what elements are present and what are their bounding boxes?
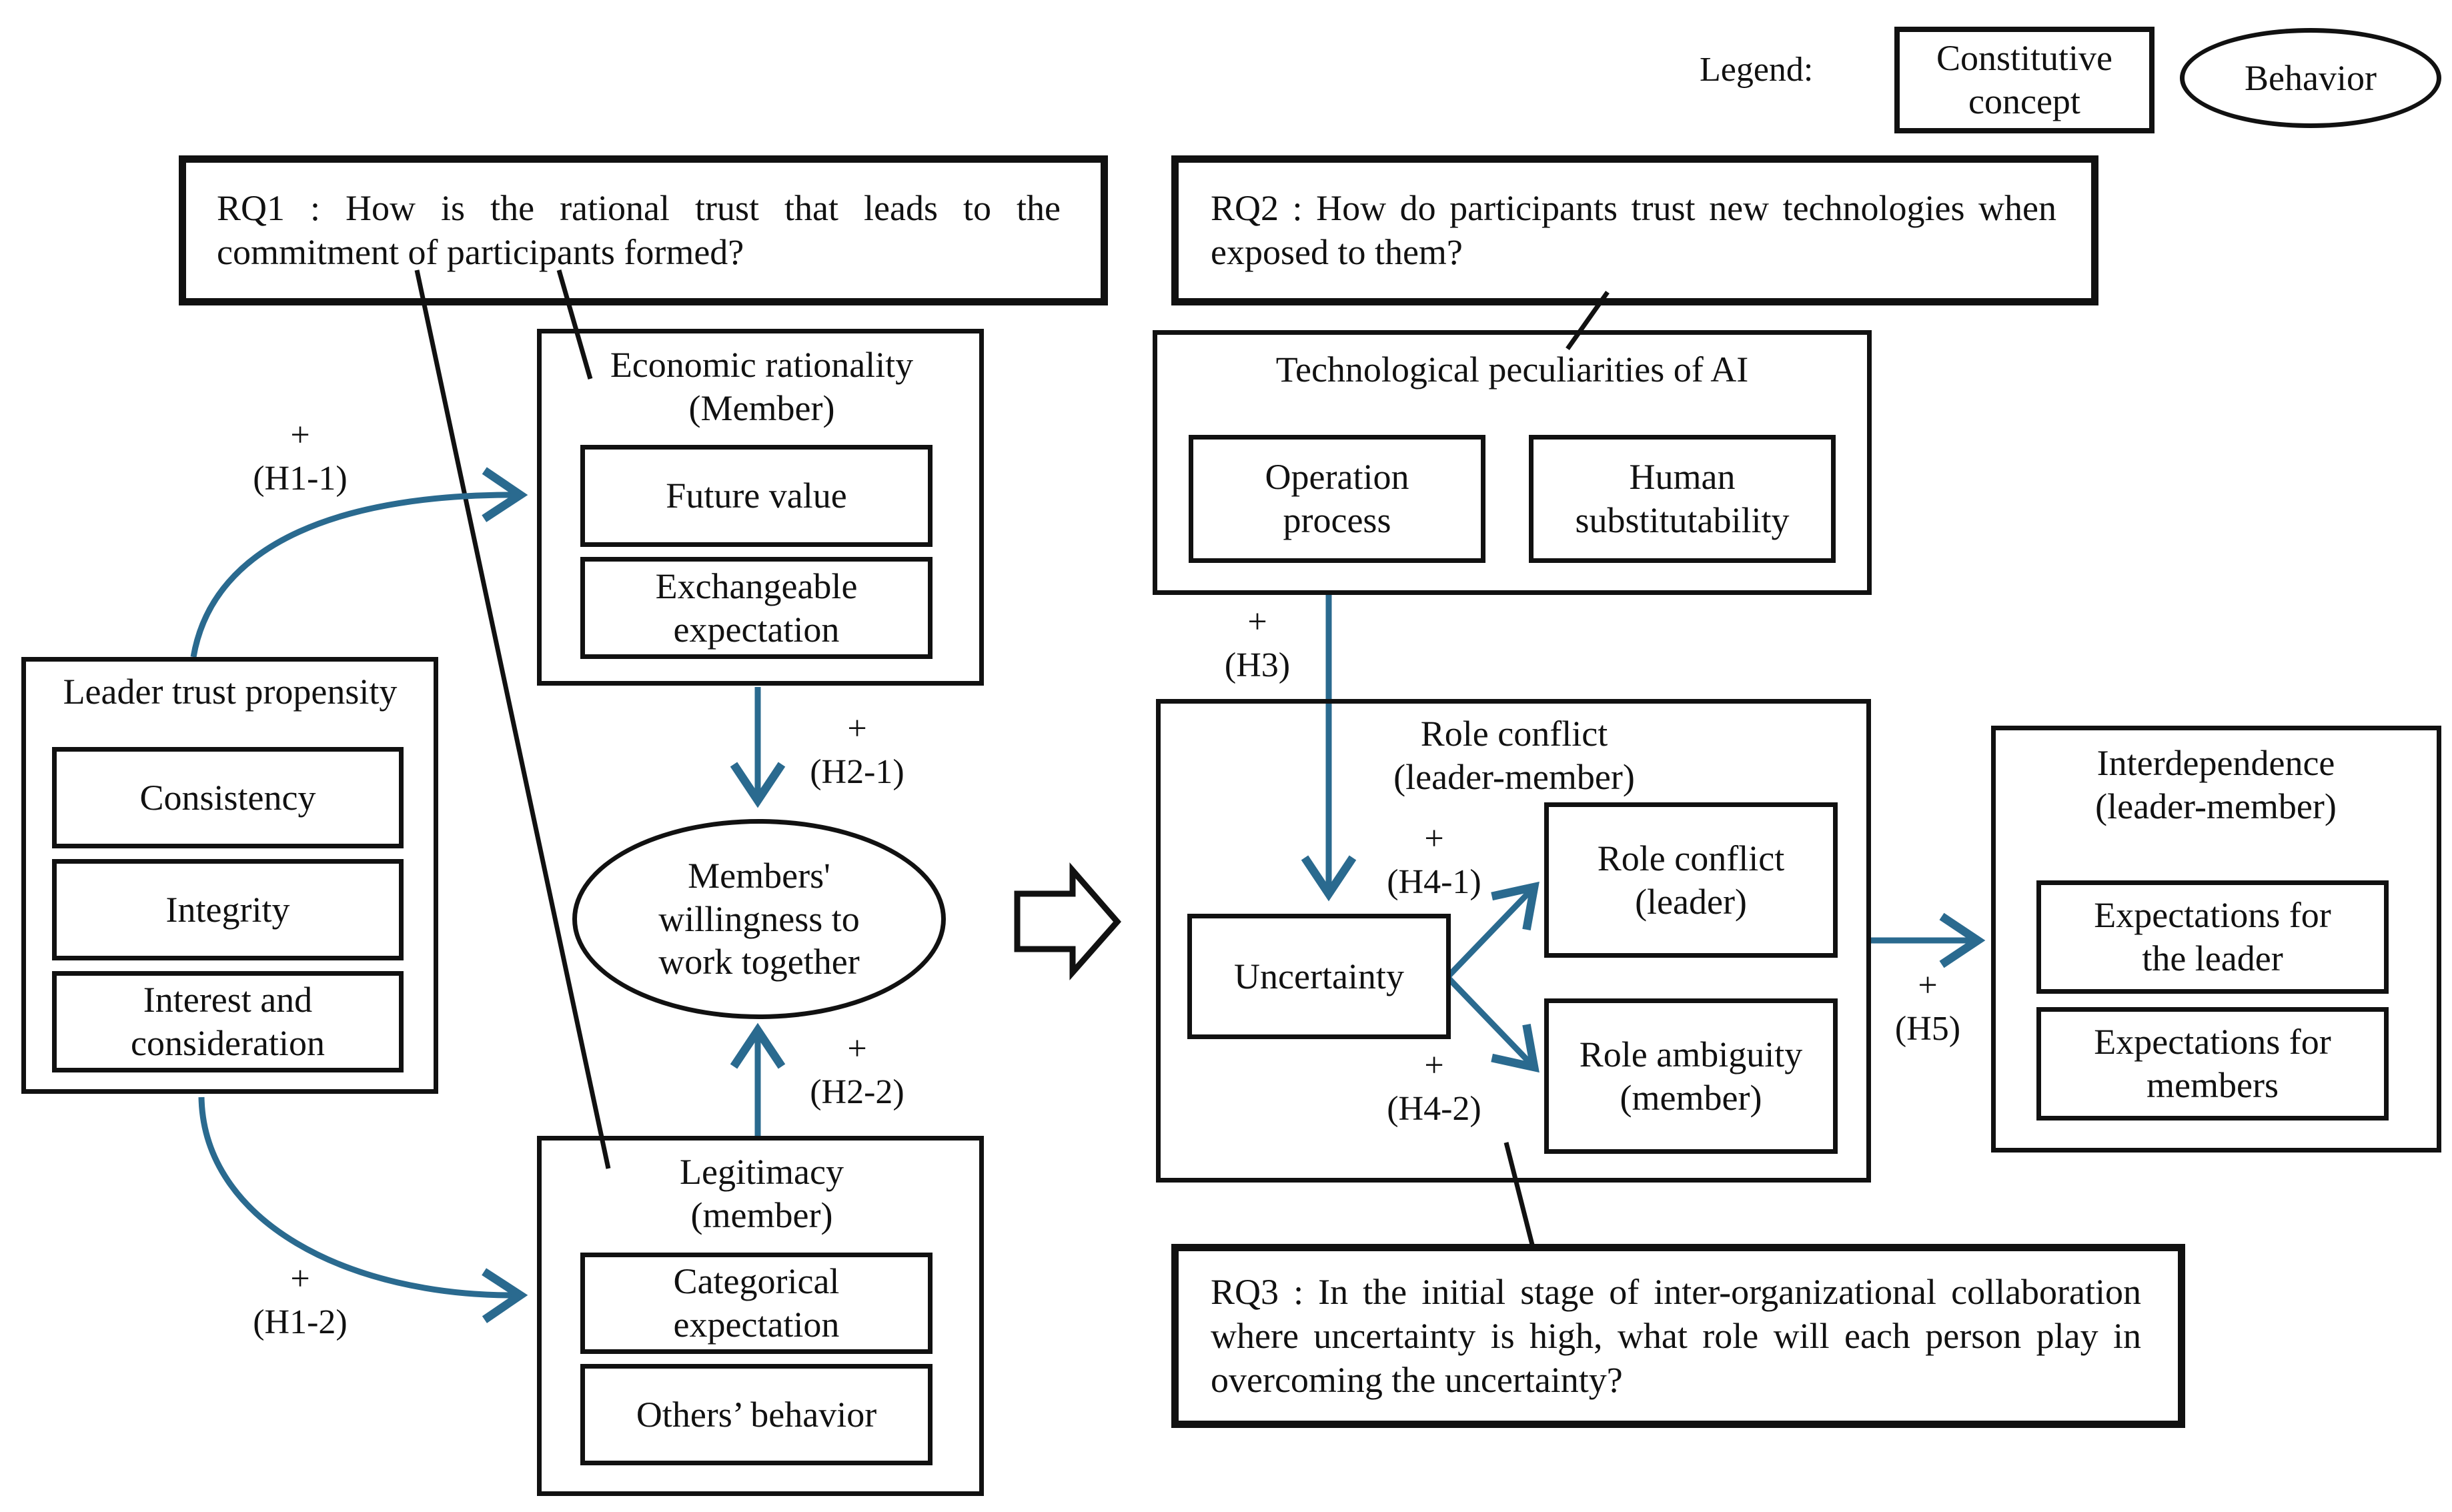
h4-1-label: + (H4-1) <box>1387 820 1481 901</box>
interdependence-box <box>1991 726 2441 1153</box>
exchangeable-expectation-box: Exchangeable expectation <box>580 557 933 659</box>
legitimacy-box <box>537 1136 984 1496</box>
uncertainty-box: Uncertainty <box>1187 914 1451 1039</box>
others-behavior-box: Others’ behavior <box>580 1364 933 1465</box>
members-willingness-ellipse: Members' willingness to work together <box>572 819 946 1019</box>
interdependence-title: Interdependence (leader-member) <box>2095 743 2337 826</box>
legitimacy-title: Legitimacy (member) <box>680 1152 844 1235</box>
categorical-expectation-box: Categorical expectation <box>580 1253 933 1354</box>
consistency-box: Consistency <box>52 747 404 848</box>
rq2-text: RQ2 : How do participants trust new tech… <box>1211 188 2056 272</box>
h1-2-label: + (H1-2) <box>253 1260 348 1341</box>
future-value-box: Future value <box>580 445 933 547</box>
role-conflict-box <box>1156 699 1871 1183</box>
rq2-box <box>1171 155 2098 305</box>
h5-label: + (H5) <box>1894 966 1961 1048</box>
rq3-text: RQ3 : In the initial stage of inter-orga… <box>1211 1272 2141 1400</box>
h1-2-arrow <box>198 1096 528 1323</box>
rq3-box <box>1171 1244 2185 1428</box>
h2-2-label: + (H2-2) <box>810 1030 904 1111</box>
interest-consideration-box: Interest and consideration <box>52 971 404 1072</box>
role-conflict-leader-box: Role conflict (leader) <box>1544 802 1838 958</box>
leader-trust-box <box>21 657 438 1094</box>
economic-rationality-box <box>537 329 984 686</box>
rq1-box <box>179 155 1108 305</box>
h1-1-arrow <box>190 467 528 658</box>
legend-label: Legend: <box>1700 51 1814 89</box>
legend-concept-label: Constitutive concept <box>1936 38 2112 121</box>
integrity-box: Integrity <box>52 859 404 960</box>
tech-peculiarities-title: Technological peculiarities of AI <box>1275 349 1749 390</box>
transition-arrow-icon <box>1014 862 1121 980</box>
h4-2-arrow <box>1445 974 1540 1073</box>
economic-rationality-title: Economic rationality (Member) <box>610 345 914 428</box>
legend-concept-box: Constitutive concept <box>1894 27 2155 133</box>
operation-process-box: Operation process <box>1189 435 1485 563</box>
expectations-leader-box: Expectations for the leader <box>2036 880 2389 994</box>
h2-1-label: + (H2-1) <box>810 710 904 791</box>
rq3-role-connector <box>1503 1142 1536 1248</box>
h4-1-arrow <box>1445 881 1540 980</box>
rq1-text: RQ1 : How is the rational trust that lea… <box>217 188 1061 272</box>
legend-behavior-ellipse: Behavior <box>2180 28 2441 128</box>
rq1-economic-connector <box>556 269 593 380</box>
role-conflict-title: Role conflict (leader-member) <box>1393 714 1635 797</box>
h3-label: + (H3) <box>1224 603 1291 684</box>
role-ambiguity-member-box: Role ambiguity (member) <box>1544 998 1838 1154</box>
h1-1-label: + (H1-1) <box>253 416 348 498</box>
h4-2-label: + (H4-2) <box>1387 1046 1481 1128</box>
human-substitutability-box: Human substitutability <box>1529 435 1836 563</box>
tech-peculiarities-box <box>1153 330 1872 595</box>
expectations-members-box: Expectations for members <box>2036 1007 2389 1120</box>
rq1-legitimacy-connector <box>414 269 611 1169</box>
leader-trust-title: Leader trust propensity <box>63 672 398 712</box>
